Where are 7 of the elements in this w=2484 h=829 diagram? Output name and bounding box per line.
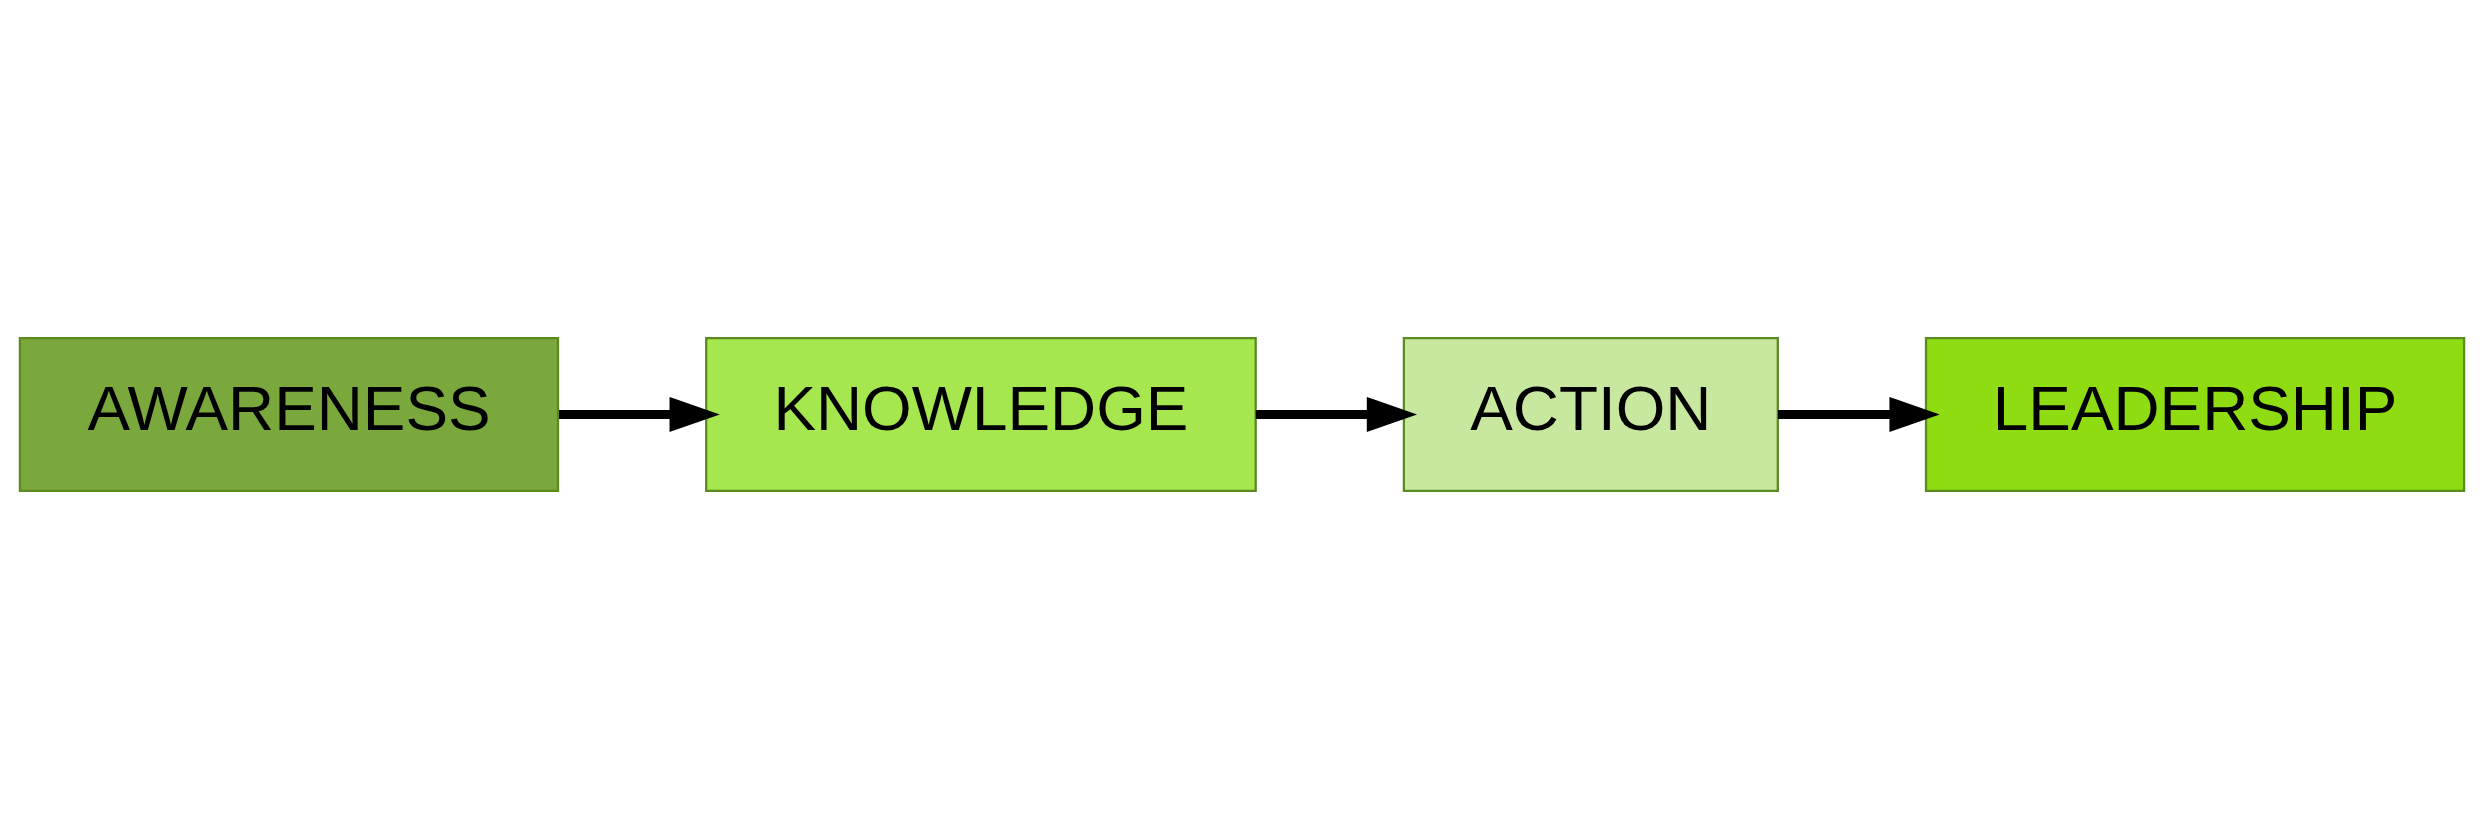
arrow (559, 396, 720, 433)
node-box: ACTION (1402, 337, 1779, 492)
node-box: AWARENESS (18, 337, 560, 492)
node-box: LEADERSHIP (1924, 337, 2466, 492)
arrow (1777, 396, 1940, 433)
node-box: KNOWLEDGE (705, 337, 1257, 492)
arrow (1255, 396, 1418, 433)
